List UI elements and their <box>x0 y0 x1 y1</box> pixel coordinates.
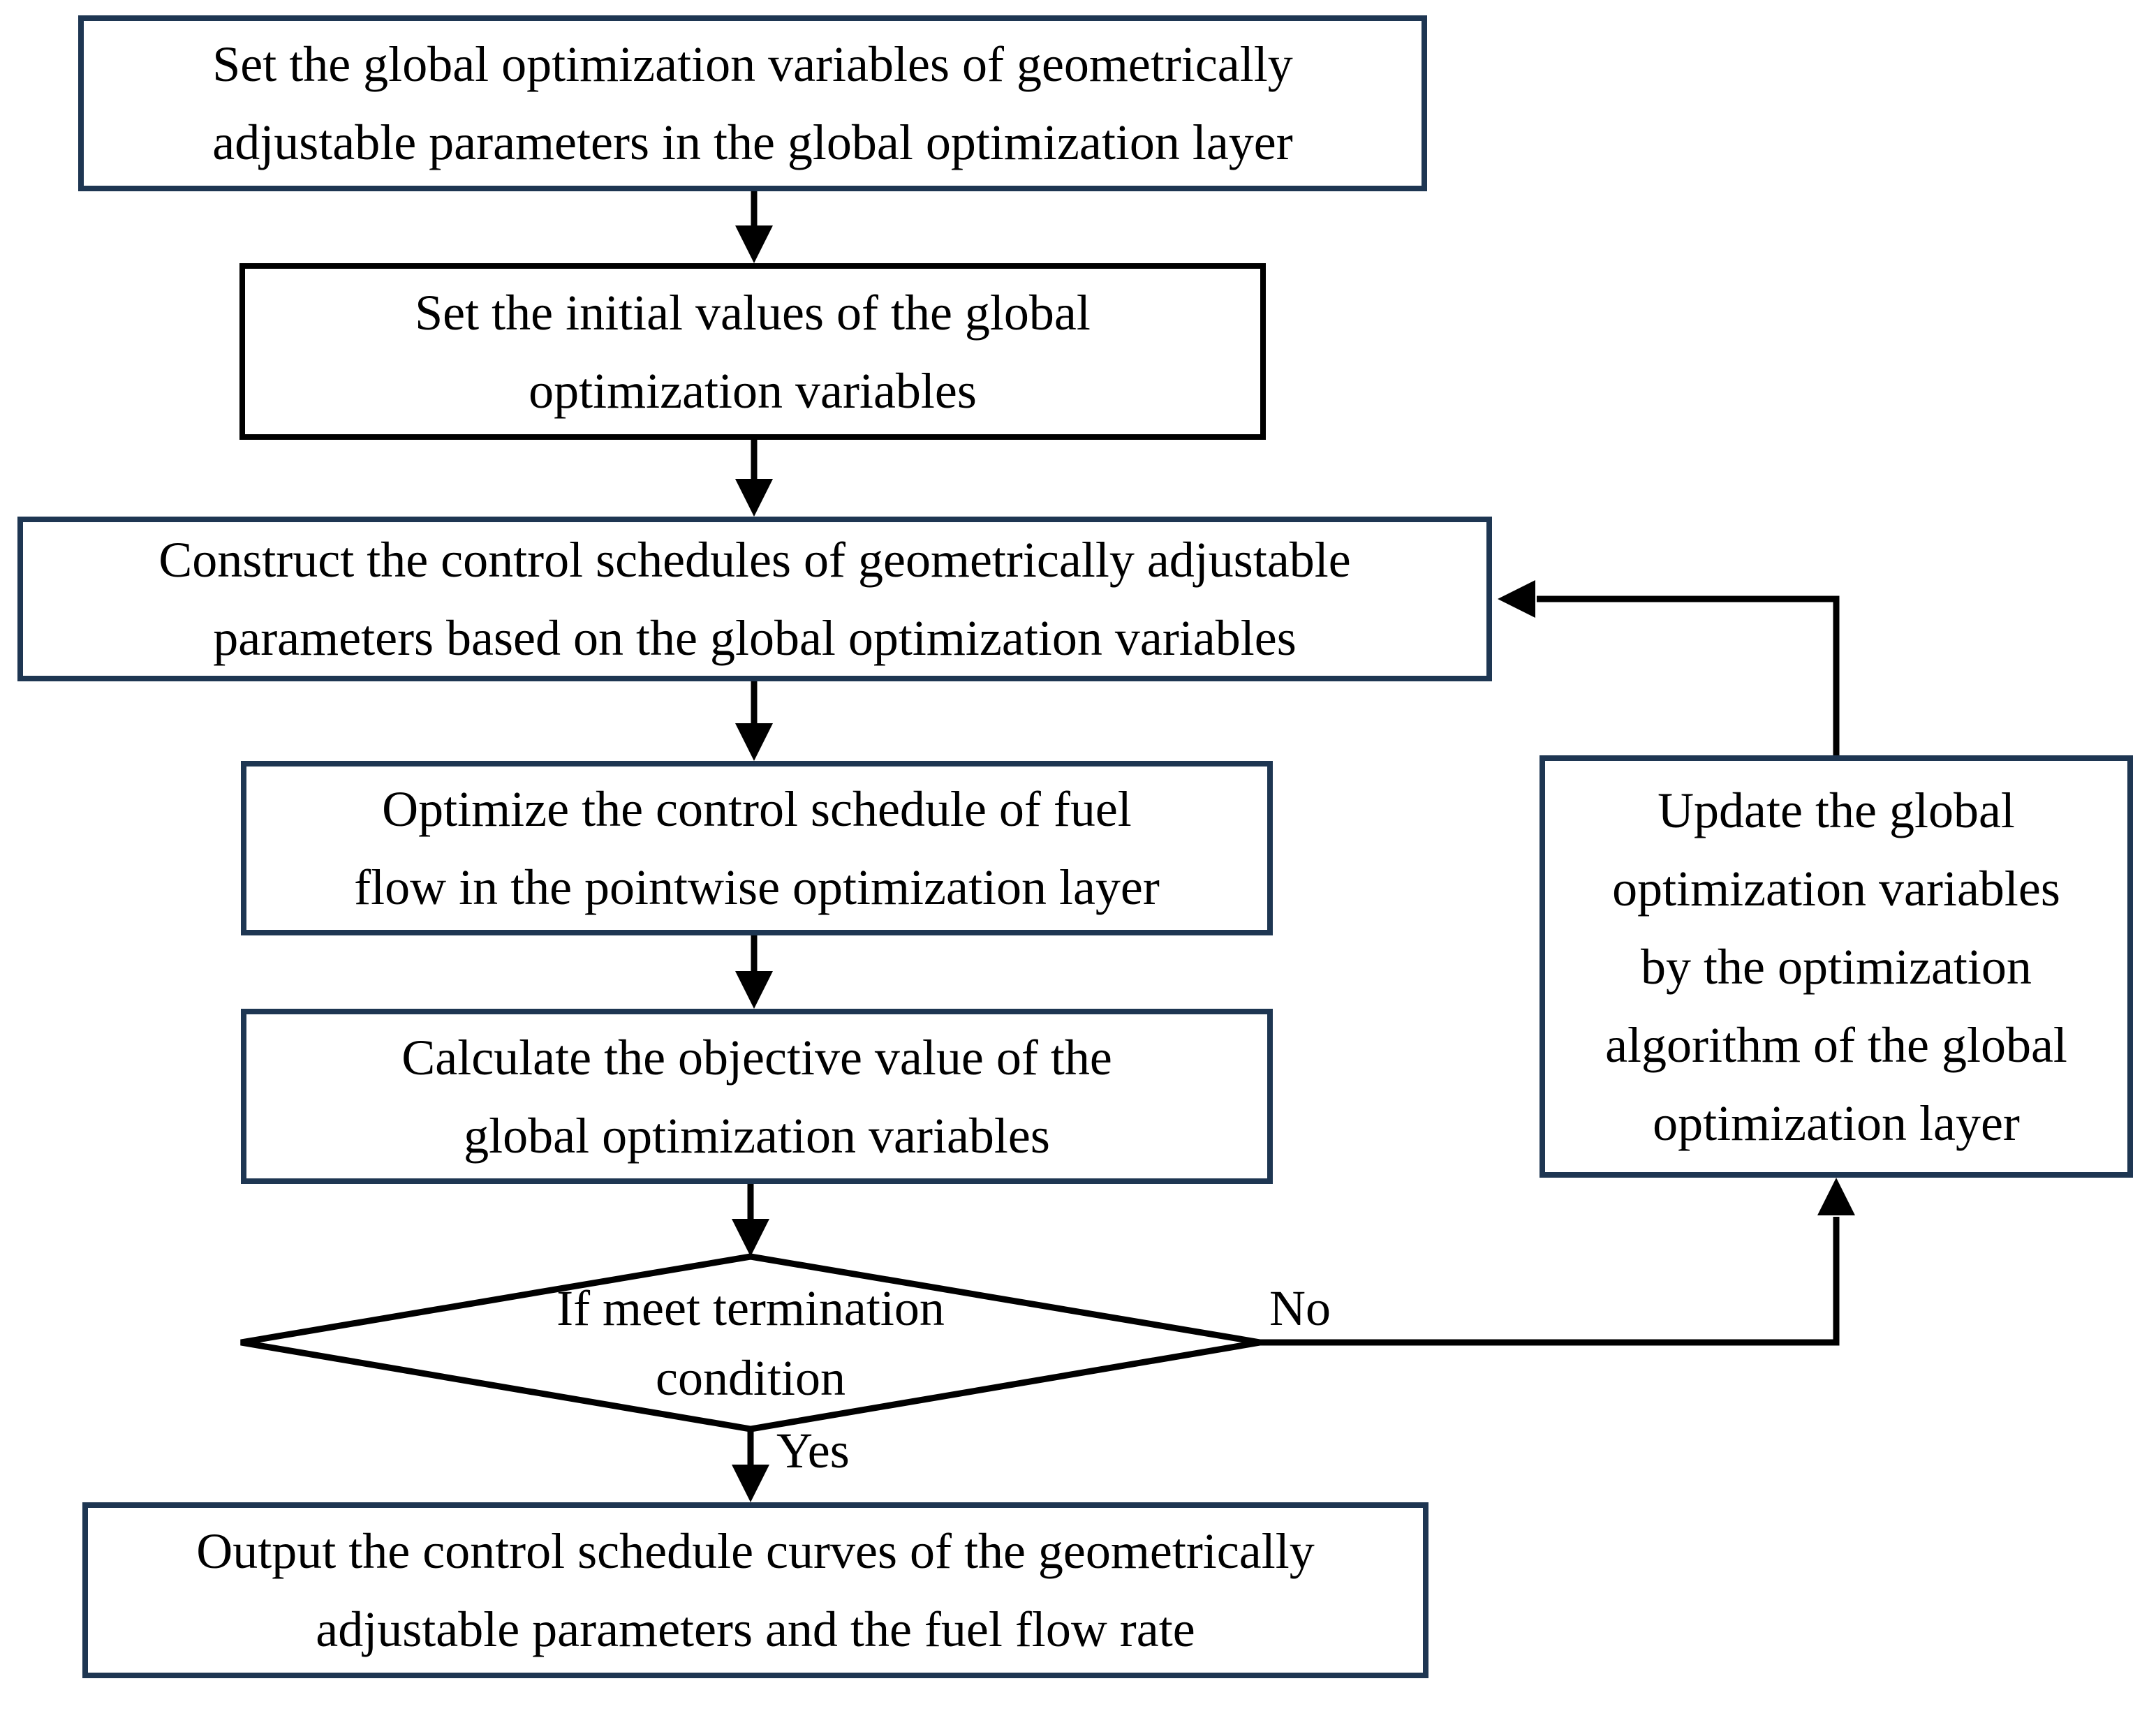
node-text-line: optimization variables <box>1612 860 2060 917</box>
node-text-line: If meet termination <box>556 1280 945 1336</box>
node-text-line: algorithm of the global <box>1605 1016 2067 1073</box>
node-update-global-variables: Update the global optimization variables… <box>1540 755 2133 1178</box>
arrowhead-no-to-update <box>1817 1178 1855 1215</box>
node-text-line: adjustable parameters in the global opti… <box>212 114 1293 170</box>
arrowhead-step5-to-decision <box>732 1219 769 1257</box>
arrowhead-step2-to-step3 <box>735 479 773 517</box>
node-text-line: Output the control schedule curves of th… <box>196 1523 1315 1579</box>
node-text-line: optimization layer <box>1653 1095 2020 1151</box>
node-text-line: Calculate the objective value of the <box>401 1029 1112 1086</box>
arrowhead-step4-to-step5 <box>735 971 773 1009</box>
node-text-line: condition <box>656 1349 846 1406</box>
decision-diamond <box>240 1253 1261 1432</box>
arrowhead-yes <box>732 1465 769 1502</box>
node-text-line: flow in the pointwise optimization layer <box>354 859 1160 915</box>
node-set-global-variables: Set the global optimization variables of… <box>78 15 1427 191</box>
node-calculate-objective-value: Calculate the objective value of the glo… <box>241 1009 1273 1184</box>
edge-label-no: No <box>1269 1280 1331 1336</box>
arrow-no-line <box>1260 1217 1840 1346</box>
node-termination-decision: If meet termination condition <box>241 1257 1260 1429</box>
node-text-line: Update the global <box>1657 782 2015 838</box>
node-text-line: adjustable parameters and the fuel flow … <box>316 1601 1195 1657</box>
arrow-update-loop-line <box>1537 595 1840 755</box>
node-text-line: Set the global optimization variables of… <box>212 36 1293 92</box>
node-construct-control-schedules: Construct the control schedules of geome… <box>17 517 1492 681</box>
node-text-line: optimization variables <box>529 362 977 419</box>
node-optimize-fuel-flow: Optimize the control schedule of fuel fl… <box>241 761 1273 935</box>
node-text-line: Optimize the control schedule of fuel <box>382 781 1132 837</box>
node-output-control-schedules: Output the control schedule curves of th… <box>82 1502 1428 1678</box>
arrowhead-step1-to-step2 <box>735 225 773 263</box>
node-text-line: Construct the control schedules of geome… <box>158 532 1351 588</box>
node-text-line: parameters based on the global optimizat… <box>213 610 1297 666</box>
arrowhead-loop-to-construct <box>1498 580 1535 618</box>
arrowhead-step3-to-step4 <box>735 723 773 761</box>
node-text-line: Set the initial values of the global <box>415 284 1091 341</box>
edge-label-yes: Yes <box>776 1423 850 1479</box>
node-text-line: by the optimization <box>1641 938 2032 995</box>
node-set-initial-values: Set the initial values of the global opt… <box>239 263 1266 440</box>
node-text-line: global optimization variables <box>464 1107 1050 1164</box>
